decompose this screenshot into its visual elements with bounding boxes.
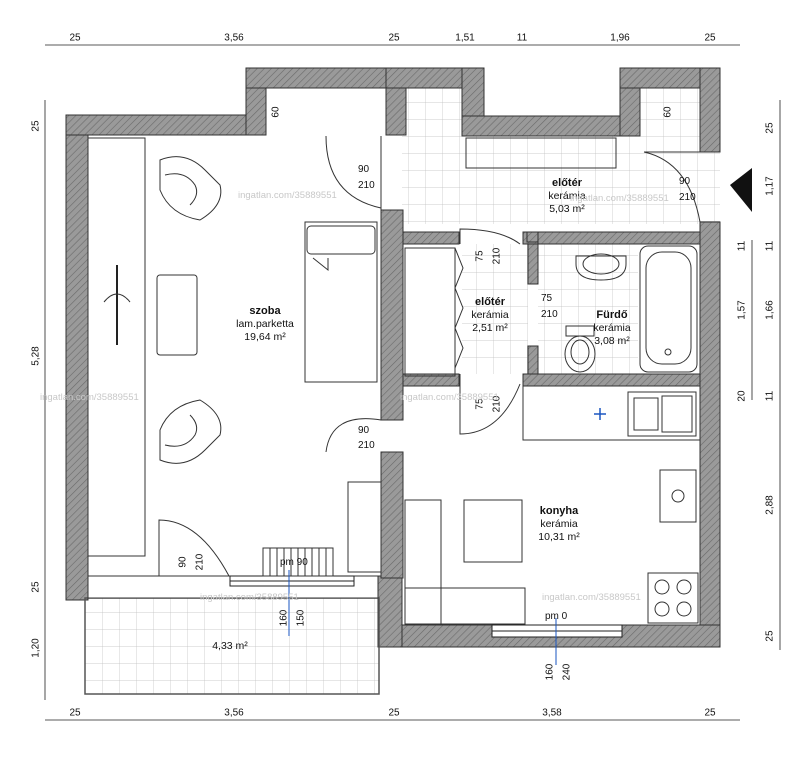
room-erkely: 4,33 m² [200, 640, 260, 653]
dim-right-2: 1,17 [764, 176, 776, 196]
bath-fixtures [564, 245, 698, 373]
niche-label-2: 60 [662, 106, 674, 118]
door-1-height: 210 [358, 180, 375, 191]
room-eloter-1: előtér kerámia 5,03 m² [527, 177, 607, 216]
room-area: 3,08 m² [594, 335, 630, 347]
watermark: ingatlan.com/35889551 [200, 592, 299, 603]
room-area: 5,03 m² [549, 203, 585, 215]
szoba-furniture [87, 137, 382, 577]
watermark: ingatlan.com/35889551 [238, 190, 337, 201]
dim-right-3: 11 [764, 240, 776, 252]
door-2-width: 90 [358, 425, 370, 436]
room-area: 19,64 m² [244, 331, 286, 343]
room-name: konyha [539, 505, 579, 517]
window-1-sill: pm 90 [280, 557, 308, 568]
hall2-tiles [462, 244, 528, 374]
dim-top-5: 11 [516, 32, 528, 44]
dim-top-3: 25 [388, 32, 400, 44]
dim-bottom-2: 3,56 [224, 707, 244, 719]
door-6-width: 90 [177, 556, 189, 568]
room-name: Fürdő [596, 309, 628, 321]
room-area: 10,31 m² [538, 531, 580, 543]
dim-top-1: 25 [69, 32, 81, 44]
room-konyha: konyha kerámia 10,31 m² [524, 505, 594, 544]
window-1-width: 160 [278, 609, 290, 627]
room-floor: lam.parketta [236, 318, 294, 330]
room-szoba: szoba lam.parketta 19,64 m² [215, 305, 315, 344]
door-5-width: 75 [541, 293, 553, 304]
balcony-tiles [85, 598, 379, 694]
door-swings [158, 135, 701, 577]
dim-top-4: 1,51 [455, 32, 475, 44]
bath-tiles [538, 244, 638, 374]
door-7-width: 90 [679, 176, 691, 187]
dim-right-7: 25 [764, 630, 776, 642]
room-furdo: Fürdő kerámia 3,08 m² [580, 309, 644, 348]
dimension-lines [44, 44, 781, 721]
dim-top-6: 1,96 [610, 32, 630, 44]
watermark: ingatlan.com/35889551 [400, 392, 499, 403]
room-name: szoba [249, 305, 281, 317]
hall-furniture [404, 137, 617, 377]
dim-right-inner-3: 20 [736, 390, 748, 402]
door-3-width: 75 [474, 250, 486, 262]
dim-bottom-5: 25 [704, 707, 716, 719]
dim-right-inner-1: 11 [736, 240, 748, 252]
watermark: ingatlan.com/35889551 [570, 193, 669, 204]
dim-left-2: 5,28 [30, 346, 42, 366]
room-floor: kerámia [593, 322, 631, 334]
room-area: 2,51 m² [472, 322, 508, 334]
dim-right-5: 11 [764, 390, 776, 402]
hall-tiles [402, 136, 720, 224]
door-7-height: 210 [679, 192, 696, 203]
window-2-height: 240 [561, 663, 573, 681]
dim-right-inner-2: 1,57 [736, 300, 748, 320]
dim-left-4: 1,20 [30, 638, 42, 658]
room-floor: kerámia [540, 518, 578, 530]
room-floor: kerámia [471, 309, 509, 321]
door-1-width: 90 [358, 164, 370, 175]
entry-arrow [730, 168, 752, 212]
dim-top-7: 25 [704, 32, 716, 44]
exterior-walls [65, 67, 721, 648]
door-5-height: 210 [541, 309, 558, 320]
door-3-height: 210 [491, 247, 503, 265]
kitchen-furniture [404, 385, 701, 625]
interior-walls [380, 209, 701, 579]
dim-left-1: 25 [30, 120, 42, 132]
dim-right-1: 25 [764, 122, 776, 134]
room-area: 4,33 m² [212, 640, 248, 652]
door-2-height: 210 [358, 440, 375, 451]
dim-right-4: 1,66 [764, 300, 776, 320]
watermark: ingatlan.com/35889551 [40, 392, 139, 403]
window-2-sill: pm 0 [545, 611, 568, 622]
watermark: ingatlan.com/35889551 [542, 592, 641, 603]
niche-tiles-2 [402, 88, 462, 138]
dim-bottom-1: 25 [69, 707, 81, 719]
dim-bottom-4: 3,58 [542, 707, 562, 719]
dim-bottom-3: 25 [388, 707, 400, 719]
room-floor: kerámia [548, 190, 586, 202]
window-2-width: 160 [544, 663, 556, 681]
door-6-height: 210 [194, 553, 206, 571]
room-eloter-2: előtér kerámia 2,51 m² [455, 296, 525, 335]
room-name: előtér [552, 177, 582, 189]
window-1-height: 150 [295, 609, 307, 627]
niche-label-1: 60 [270, 106, 282, 118]
dim-top-2: 3,56 [224, 32, 244, 44]
dim-right-6: 2,88 [764, 495, 776, 515]
dim-left-3: 25 [30, 581, 42, 593]
room-name: előtér [475, 296, 505, 308]
